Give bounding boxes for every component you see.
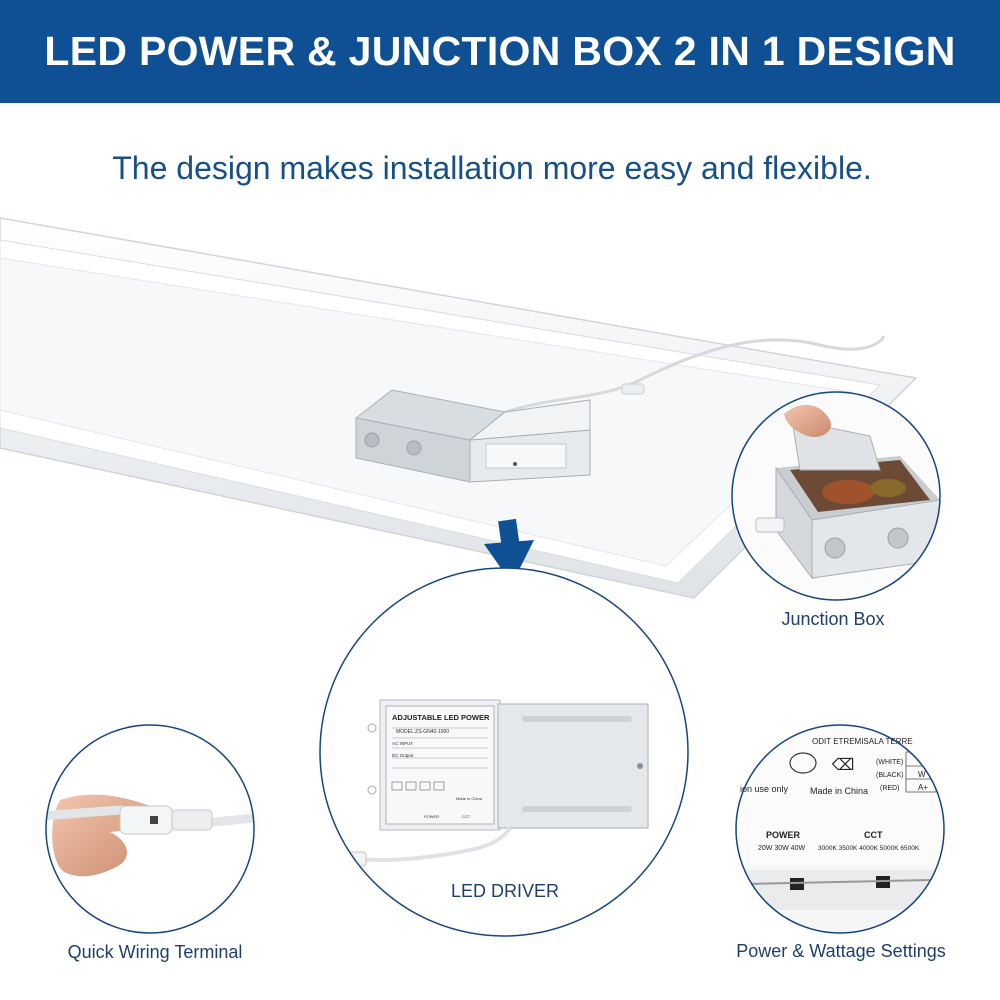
settings-a-mark: A+ xyxy=(918,783,928,792)
subtitle: The design makes installation more easy … xyxy=(112,150,872,186)
wire-connector xyxy=(621,383,645,395)
driver-label-dc-output: DC Output xyxy=(392,753,414,758)
driver-label-title: ADJUSTABLE LED POWER xyxy=(392,713,490,722)
settings-cct-label: CCT xyxy=(864,830,883,840)
junction-box-caption: Junction Box xyxy=(781,609,885,629)
settings-power-label: POWER xyxy=(766,830,801,840)
page-title: LED POWER & JUNCTION BOX 2 IN 1 DESIGN xyxy=(44,28,956,74)
header-banner: LED POWER & JUNCTION BOX 2 IN 1 DESIGN xyxy=(0,0,1000,103)
driver-label-made-in: Made in China xyxy=(456,796,483,801)
settings-top-text: ODIT ETREMISALA TERRE xyxy=(812,737,913,746)
settings-w-mark: W xyxy=(918,770,926,779)
power-settings-caption: Power & Wattage Settings xyxy=(736,941,946,961)
settings-red-label: (RED) xyxy=(880,785,899,792)
power-settings-photo: ⌫ ODIT ETREMISALA TERRE (WHITE) (BLACK) … xyxy=(735,724,945,934)
settings-power-values: 20W 30W 40W xyxy=(758,845,805,852)
settings-white-label: (WHITE) xyxy=(876,759,903,766)
driver-label-ac-input: AC INPUT xyxy=(392,741,413,746)
driver-label-cct: CCT xyxy=(462,814,471,819)
driver-box xyxy=(354,389,591,483)
junction-box-photo xyxy=(731,391,941,601)
led-driver-caption: LED DRIVER xyxy=(450,881,560,901)
quick-wiring-caption: Quick Wiring Terminal xyxy=(67,942,243,962)
led-driver-photo: ADJUSTABLE LED POWER MODEL:ZS-GN40-1000 … xyxy=(319,567,689,937)
svg-text:⌫: ⌫ xyxy=(832,757,855,774)
driver-label-model: MODEL:ZS-GN40-1000 xyxy=(396,729,449,735)
settings-black-label: (BLACK) xyxy=(876,772,904,779)
settings-cct-values: 3000K 3500K 4000K 5000K 6500K xyxy=(818,845,920,852)
driver-label-power: POWER xyxy=(424,814,439,819)
quick-wiring-photo xyxy=(45,724,255,934)
settings-made-in: Made in China xyxy=(810,786,868,796)
settings-use-only: ion use only xyxy=(740,784,789,794)
down-arrow-icon xyxy=(484,518,534,584)
